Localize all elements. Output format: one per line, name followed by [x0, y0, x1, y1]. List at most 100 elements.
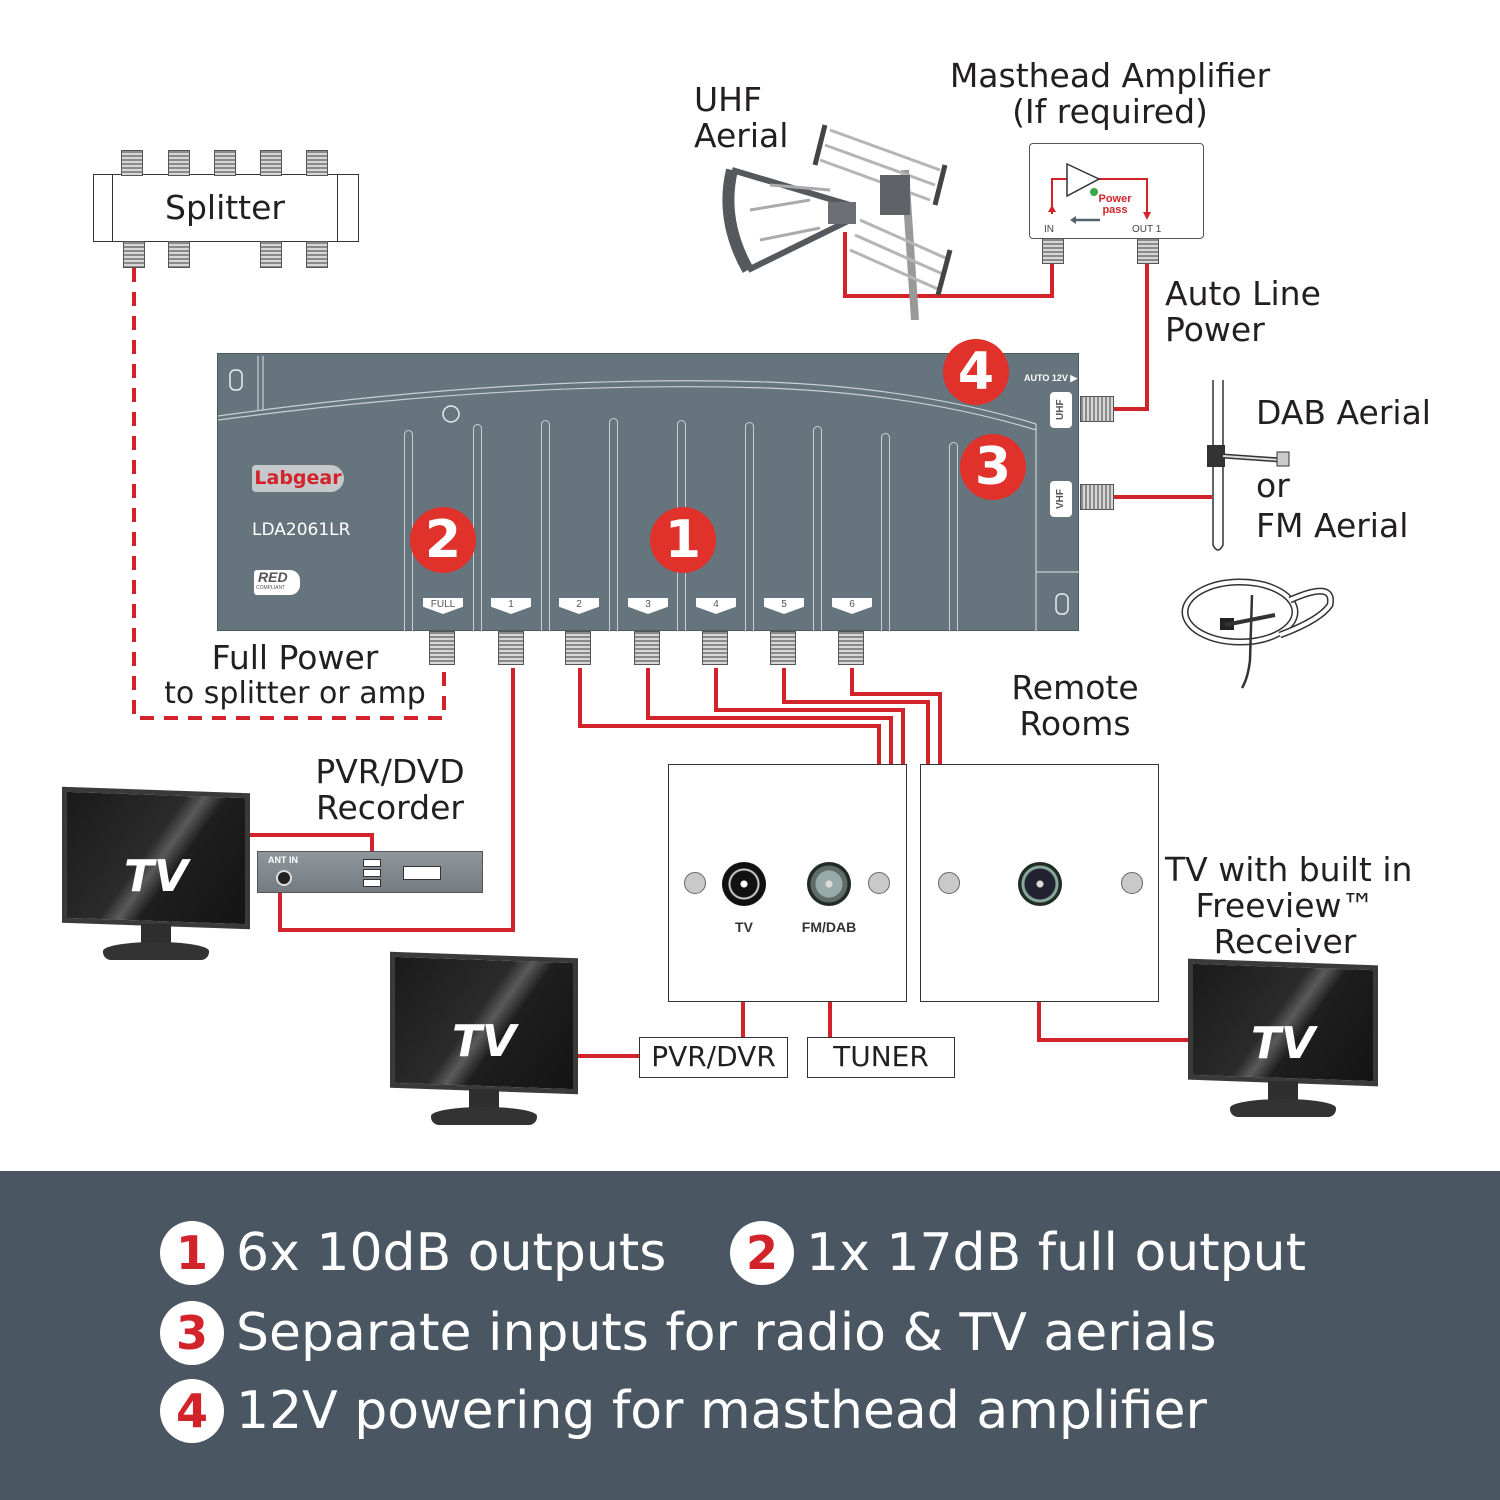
fm-aerial-icon: [1181, 578, 1334, 689]
wire-uhf-aerial-to-masthead: [843, 232, 1054, 298]
auto-line-power-label: Auto Line Power: [1165, 276, 1321, 348]
tv-builtin-line1: TV with built in: [1165, 850, 1413, 889]
fm-aerial-label: FM Aerial: [1256, 506, 1409, 545]
uhf-aerial-icon: [722, 124, 953, 320]
plate-screw: [1121, 872, 1143, 894]
port-tag-4: 4: [696, 598, 736, 614]
splitter: Splitter: [93, 174, 359, 242]
splitter-output-connector: [260, 150, 282, 176]
output-connector-5: [770, 631, 796, 665]
pvr-dvd-label-line1: PVR/DVD: [315, 752, 465, 791]
tv-stand-neck: [140, 924, 172, 946]
tv-builtin-line2: Freeview™: [1195, 886, 1375, 925]
ant-in-socket: [276, 870, 292, 886]
wire-output1-to-recorder: [278, 668, 515, 932]
output-connector-1: [498, 631, 524, 665]
output-connector-3: [634, 631, 660, 665]
features-panel: 1 6x 10dB outputs 2 1x 17dB full output …: [0, 1171, 1500, 1500]
feature-number-badge: 2: [730, 1221, 794, 1285]
masthead-in-connector: [1042, 238, 1064, 264]
output-connector-2: [565, 631, 591, 665]
pvr-dvr-box: PVR/DVR: [639, 1037, 788, 1078]
auto-line-power-line2: Power: [1165, 310, 1265, 349]
fm-dab-socket-label: FM/DAB: [801, 919, 857, 935]
badge-2: 2: [410, 507, 476, 573]
port-tag-2: 2: [559, 598, 599, 614]
vhf-input-connector: [1080, 484, 1114, 510]
feature-4: 4 12V powering for masthead amplifier: [160, 1379, 1207, 1443]
power-pass-label: Power pass: [1090, 194, 1140, 216]
tv-stand-base: [103, 942, 209, 960]
feature-text: Separate inputs for radio & TV aerials: [236, 1303, 1217, 1363]
port-tag-full: FULL: [423, 598, 463, 614]
masthead-amplifier-label-line2: (If required): [1012, 92, 1208, 131]
tv-middle: TV: [390, 951, 578, 1125]
tv-builtin-freeview-label: TV with built in Freeview™ Receiver: [1165, 850, 1413, 961]
remote-rooms-line2: Rooms: [1019, 704, 1131, 743]
wire-full-to-splitter: [132, 268, 446, 720]
output-connector-4: [702, 631, 728, 665]
splitter-right-flange: [337, 174, 359, 242]
splitter-output-connector: [306, 150, 328, 176]
unit-vent-slot: [541, 420, 550, 632]
model-number: LDA2061LR: [252, 520, 351, 540]
port-tag-3: 3: [628, 598, 668, 614]
pvr-dvd-label-line2: Recorder: [316, 788, 464, 827]
splitter-body: [112, 174, 338, 242]
red-compliant-logo: RED COMPLIANT: [254, 570, 300, 595]
feature-text: 12V powering for masthead amplifier: [236, 1381, 1207, 1441]
wire-output3: [646, 668, 893, 766]
masthead-amplifier-box: Power pass IN OUT 1: [1029, 143, 1204, 239]
unit-vent-slot: [813, 426, 822, 632]
unit-vent-slot: [745, 422, 754, 632]
tv-builtin-line3: Receiver: [1213, 922, 1357, 961]
splitter-output-connector: [260, 241, 282, 268]
plate-screw: [684, 872, 706, 894]
tuner-box: TUNER: [807, 1037, 955, 1078]
tv-socket: [1018, 862, 1062, 906]
hdmi-port: [363, 879, 381, 887]
red-compliant-text: RED: [258, 569, 288, 585]
masthead-out-label: OUT 1: [1132, 224, 1162, 235]
dab-aerial-label: DAB Aerial: [1256, 393, 1431, 432]
badge-4: 4: [943, 339, 1009, 405]
tv-left: TV: [62, 786, 250, 960]
wire-masthead-to-uhf-input: [1112, 262, 1149, 411]
or-label: or: [1256, 466, 1290, 505]
labgear-logo: Labgear: [252, 465, 344, 492]
feature-number-badge: 1: [160, 1221, 224, 1285]
hdmi-port: [363, 859, 381, 867]
distribution-amplifier-unit: Labgear LDA2061LR RED COMPLIANT AUTO 12V…: [217, 353, 1080, 632]
uhf-input-connector: [1080, 396, 1114, 422]
tv-right: TV: [1188, 958, 1378, 1117]
feature-2: 2 1x 17dB full output: [730, 1221, 1306, 1285]
tv-stand-base: [431, 1107, 537, 1125]
hdmi-port: [363, 869, 381, 877]
splitter-output-connector: [306, 241, 328, 268]
splitter-output-connector: [168, 241, 190, 268]
tv-screen-text: TV: [451, 1016, 517, 1068]
amplifier-symbol-icon: [1048, 162, 1151, 224]
splitter-label: Splitter: [165, 188, 285, 227]
power-pass-line2: pass: [1102, 204, 1128, 216]
unit-vent-slot: [949, 442, 958, 632]
vhf-input-tag: VHF: [1050, 481, 1072, 517]
splitter-output-connector: [214, 150, 236, 176]
full-power-label: Full Power: [211, 638, 379, 677]
splitter-output-connector: [168, 150, 190, 176]
output-connector-6: [838, 631, 864, 665]
remote-rooms-line1: Remote: [1011, 668, 1139, 707]
red-compliant-sub: COMPLIANT: [256, 585, 286, 591]
dab-aerial-icon: [1207, 380, 1290, 551]
splitter-output-connector: [121, 150, 143, 176]
pvr-dvd-recorder-label: PVR/DVD Recorder: [300, 754, 480, 826]
tv-socket-label: TV: [735, 919, 753, 935]
tv-screen-text: TV: [1250, 1017, 1316, 1069]
tv-stand-neck: [1267, 1081, 1299, 1103]
tv-screen-text: TV: [123, 851, 189, 903]
uhf-aerial-label-line2: Aerial: [694, 116, 789, 155]
badge-1: 1: [650, 507, 716, 573]
unit-vent-slot: [609, 418, 618, 632]
splitter-input-connector: [123, 241, 145, 268]
feature-number-badge: 3: [160, 1301, 224, 1365]
